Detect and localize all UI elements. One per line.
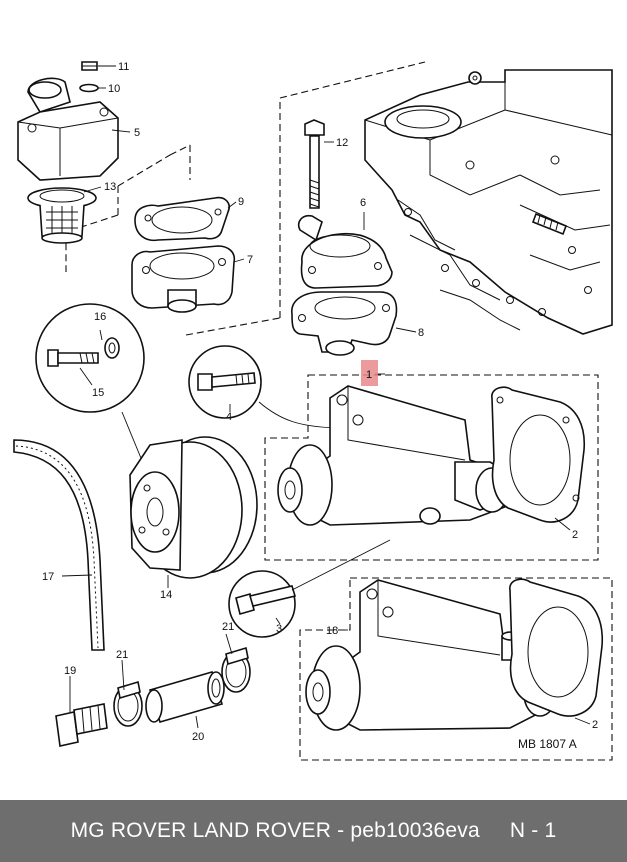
bolt4-detail-circle <box>188 345 346 429</box>
callout-4: 4 <box>226 411 232 423</box>
water-pump-alternative <box>305 579 557 731</box>
long-bolt <box>304 119 325 209</box>
callout-14: 14 <box>160 589 172 601</box>
pump-gasket <box>491 386 585 523</box>
hose-clip <box>113 680 143 727</box>
brand-part-number: MG ROVER LAND ROVER - peb10036eva <box>70 819 480 842</box>
callout-2-lower: 2 <box>592 719 598 731</box>
pump-replacement-frame <box>299 577 613 761</box>
hose-clip-upper <box>221 646 251 693</box>
thermostat <box>27 187 97 244</box>
callout-21-lower: 21 <box>116 649 128 661</box>
diagram-reference-code: MB 1807 A <box>518 737 577 751</box>
water-pump-housing-adaptor <box>291 291 398 356</box>
callout-9: 9 <box>238 196 244 208</box>
callout-15: 15 <box>92 387 104 399</box>
callout-2-upper: 2 <box>572 529 578 541</box>
callout-20: 20 <box>192 731 204 743</box>
water-pump-assembly <box>277 385 511 526</box>
water-outlet-housing <box>297 214 393 289</box>
callout-6: 6 <box>360 197 366 209</box>
footer-bar: MG ROVER LAND ROVER - peb10036eva N - 1 <box>0 800 627 862</box>
bolt3-detail-circle <box>228 539 391 638</box>
callout-19: 19 <box>64 665 76 677</box>
thermostat-group-frame <box>65 144 191 272</box>
water-pump-pulley <box>129 436 258 579</box>
thermostat-gasket <box>134 196 230 242</box>
callout-10: 10 <box>108 83 120 95</box>
quantity-label: N - 1 <box>509 819 557 842</box>
callout-5: 5 <box>134 127 140 139</box>
callout-12: 12 <box>336 137 348 149</box>
fan-belt <box>13 439 105 651</box>
pump-gasket-alternative <box>509 578 603 717</box>
callout-11: 11 <box>118 61 129 73</box>
bolt-detail-circle <box>35 303 151 481</box>
callout-17: 17 <box>42 571 54 583</box>
item-1-highlight <box>361 360 378 386</box>
callout-1: 1 <box>366 369 372 381</box>
outlet-elbow <box>17 61 119 181</box>
thermostat-housing <box>131 245 236 313</box>
callout-18: 18 <box>326 625 338 637</box>
callout-8: 8 <box>418 327 424 339</box>
temperature-sender <box>55 703 108 747</box>
callout-21-upper: 21 <box>222 621 234 633</box>
leader-lines <box>61 65 591 729</box>
bypass-hose <box>145 671 225 723</box>
exploded-parts-diagram: 1 2 2 3 4 5 6 7 8 9 10 11 12 13 14 15 16… <box>13 61 613 761</box>
callout-labels: 1 2 2 3 4 5 6 7 8 9 10 11 12 13 14 15 16… <box>42 61 598 751</box>
pump-frame <box>264 374 599 561</box>
callout-16: 16 <box>94 311 106 323</box>
engine-block <box>364 69 613 335</box>
elbow-group-frame <box>185 61 426 336</box>
callout-7: 7 <box>247 254 253 266</box>
callout-13: 13 <box>104 181 116 193</box>
callout-3: 3 <box>276 623 282 635</box>
